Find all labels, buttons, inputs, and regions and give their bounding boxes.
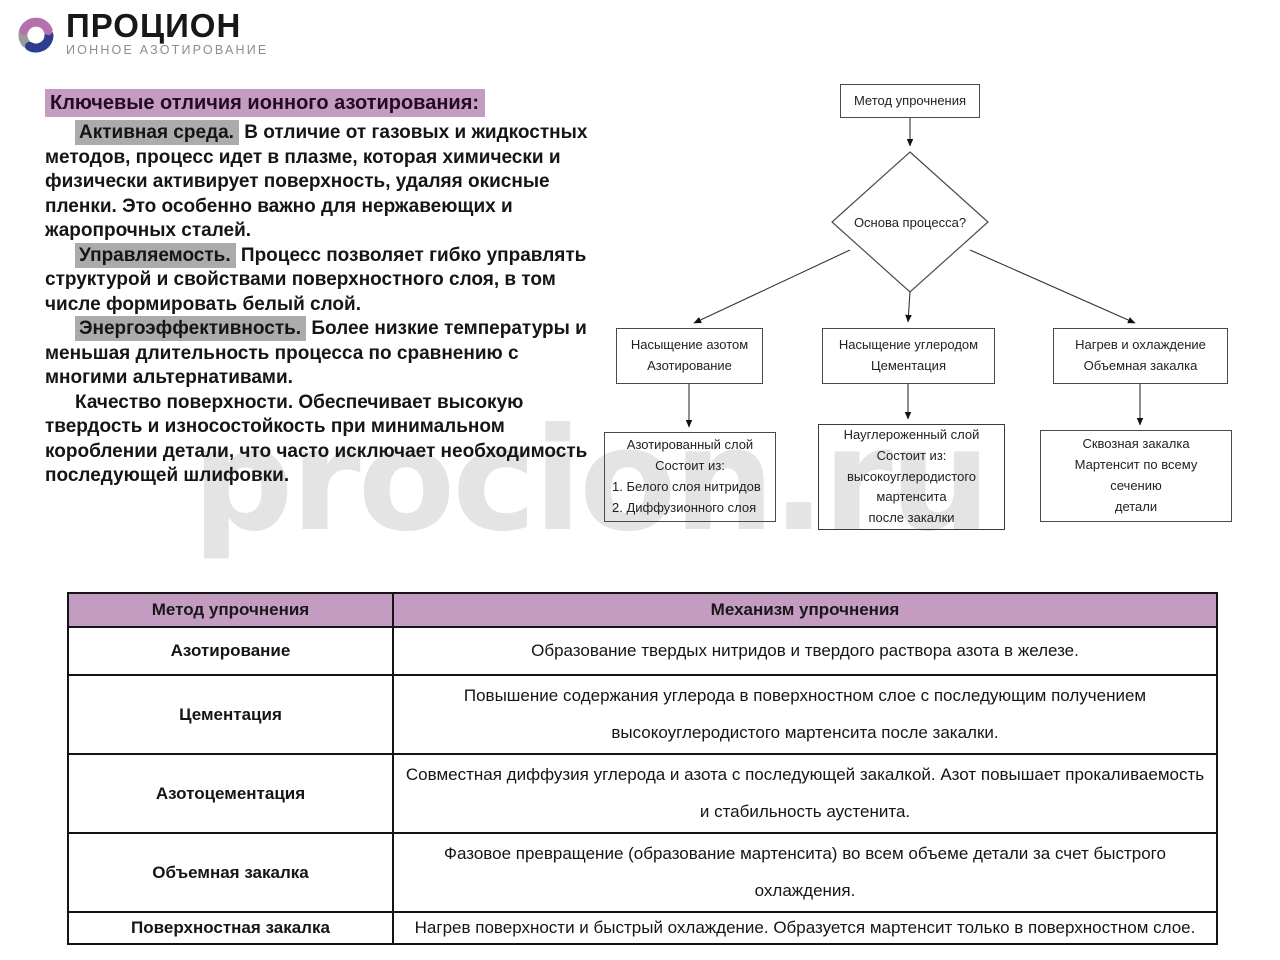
flow-process-box-quenching: Нагрев и охлаждение Объемная закалка xyxy=(1053,328,1228,384)
flow-box-line: Метод упрочнения xyxy=(853,92,967,108)
flow-process-box-nitriding: Насыщение азотом Азотирование xyxy=(616,328,763,384)
flow-box-line: сечению xyxy=(1110,478,1162,493)
mechanism-cell: Совместная диффузия углерода и азота с п… xyxy=(392,753,1218,835)
paragraph-text: Обеспечивает высокую твердость и износос… xyxy=(45,391,588,487)
flow-box-line: детали xyxy=(1114,498,1158,514)
brand-tagline: ИОННОЕ АЗОТИРОВАНИЕ xyxy=(66,42,269,57)
paragraph-text: Процесс позволяет гибко управлять структ… xyxy=(45,244,587,315)
flow-decision-label: Основа процесса? xyxy=(853,214,967,230)
column-header-mechanism: Механизм упрочнения xyxy=(392,592,1218,628)
flow-box-line: Состоит из: xyxy=(876,447,947,463)
flow-box-line: высокоуглеродистого xyxy=(846,468,977,484)
flow-box-line: Состоит из: xyxy=(655,458,725,474)
method-cell: Поверхностная закалка xyxy=(67,911,394,946)
hardening-methods-table: Метод упрочнения Механизм упрочнения Азо… xyxy=(67,592,1218,946)
method-cell: Азотирование xyxy=(67,626,394,676)
flow-box-line: Азотирование xyxy=(647,358,732,373)
method-cell: Цементация xyxy=(67,673,394,756)
table-row: Объемная закалка Фазовое превращение (об… xyxy=(67,832,1218,914)
term-plain: Качество поверхности. xyxy=(75,391,294,413)
table-header-row: Метод упрочнения Механизм упрочнения xyxy=(67,592,1218,628)
flow-box-line: после закалки xyxy=(868,510,955,526)
term-highlight: Управляемость. xyxy=(75,242,236,268)
mechanism-cell: Повышение содержания углерода в поверхно… xyxy=(392,673,1218,756)
flowchart: Метод упрочнения Основа процесса? Насыще… xyxy=(600,78,1248,548)
intro-heading: Ключевые отличия ионного азотирования: xyxy=(45,89,601,117)
flow-box-line: Насыщение углеродом xyxy=(838,337,979,353)
flow-result-box-carburized-layer: Науглероженный слой Состоит из: высокоуг… xyxy=(818,424,1005,530)
flow-result-box-nitrided-layer: Азотированный слой Состоит из: 1. Белого… xyxy=(604,432,776,522)
flow-box-line: Цементация xyxy=(871,358,946,373)
mechanism-cell: Нагрев поверхности и быстрый охлаждение.… xyxy=(392,911,1218,946)
flow-box-line: 1. Белого слоя нитридов xyxy=(612,479,761,494)
column-header-method: Метод упрочнения xyxy=(67,592,394,628)
flow-result-box-through-hardening: Сквозная закалка Мартенсит по всему сече… xyxy=(1040,430,1232,522)
flow-box-line: Объемная закалка xyxy=(1083,358,1198,373)
table-row: Азотоцементация Совместная диффузия угле… xyxy=(67,753,1218,835)
flow-box-line: Азотированный слой xyxy=(626,437,754,453)
flow-process-box-carburizing: Насыщение углеродом Цементация xyxy=(822,328,995,384)
flow-box-line: Нагрев и охлаждение xyxy=(1075,337,1206,353)
procion-logo-icon xyxy=(18,17,54,53)
flow-box-line: Мартенсит по всему xyxy=(1074,457,1198,473)
intro-section: Ключевые отличия ионного азотирования: А… xyxy=(45,89,601,489)
mechanism-cell: Фазовое превращение (образование мартенс… xyxy=(392,832,1218,914)
flow-root-box: Метод упрочнения xyxy=(840,84,980,118)
paragraph-text: Более низкие температуры и меньшая длите… xyxy=(45,318,587,388)
method-cell: Азотоцементация xyxy=(67,753,394,835)
watermark: procion.ru xyxy=(192,398,991,563)
intro-paragraph: Управляемость. Процесс позволяет гибко у… xyxy=(45,242,601,318)
flow-box-line: Науглероженный слой xyxy=(843,427,980,442)
flowchart-connectors xyxy=(685,118,1144,428)
logo: ПРОЦИОН ИОННОЕ АЗОТИРОВАНИЕ xyxy=(12,8,268,58)
brand-name: ПРОЦИОН xyxy=(66,6,242,44)
method-cell: Объемная закалка xyxy=(67,832,394,914)
table-row: Поверхностная закалка Нагрев поверхности… xyxy=(67,911,1218,946)
flow-box-line: мартенсита xyxy=(876,489,947,505)
table-row: Азотирование Образование твердых нитридо… xyxy=(67,626,1218,676)
flow-box-line: Насыщение азотом xyxy=(630,337,749,353)
term-highlight: Энергоэффективность. xyxy=(75,316,307,341)
logo-text: ПРОЦИОН ИОННОЕ АЗОТИРОВАНИЕ xyxy=(66,6,269,57)
intro-paragraph: Активная среда. В отличие от газовых и ж… xyxy=(45,120,601,244)
table-row: Цементация Повышение содержания углерода… xyxy=(67,673,1218,756)
flow-box-line: 2. Диффузионного слоя xyxy=(612,499,757,515)
intro-paragraph: Энергоэффективность. Более низкие темпер… xyxy=(45,316,601,391)
paragraph-text: В отличие от газовых и жидкостных методо… xyxy=(45,122,588,241)
intro-paragraph: Качество поверхности. Обеспечивает высок… xyxy=(45,391,601,489)
flow-box-line: Сквозная закалка xyxy=(1082,436,1190,452)
term-highlight: Активная среда. xyxy=(75,120,239,145)
mechanism-cell: Образование твердых нитридов и твердого … xyxy=(392,626,1218,676)
heading-highlight: Ключевые отличия ионного азотирования: xyxy=(45,89,486,117)
